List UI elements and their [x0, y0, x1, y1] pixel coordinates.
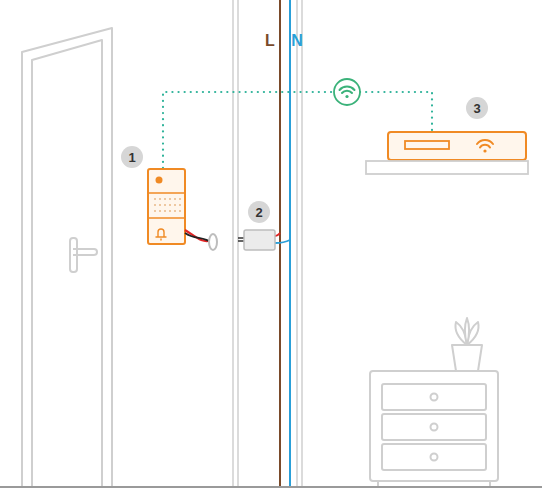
wall	[233, 0, 302, 487]
doorbell	[148, 169, 185, 244]
callout-number: 2	[255, 206, 262, 219]
wire-name: N	[291, 33, 303, 49]
router	[388, 132, 526, 160]
floor	[0, 486, 542, 488]
transformer-module	[238, 230, 290, 250]
dresser	[370, 371, 498, 486]
plant	[452, 318, 482, 371]
door	[22, 28, 112, 486]
shelf	[366, 161, 528, 174]
wall-hole	[209, 234, 217, 250]
callout-badge	[121, 146, 143, 168]
callout-badge	[466, 97, 488, 119]
bell-wire	[185, 233, 212, 243]
wifi-badge	[334, 79, 360, 105]
callout-number: 3	[473, 102, 480, 115]
wire-name: L	[265, 33, 275, 49]
callout-number: 1	[128, 151, 135, 164]
callout-badge	[248, 201, 270, 223]
neutral-wire	[289, 0, 291, 487]
